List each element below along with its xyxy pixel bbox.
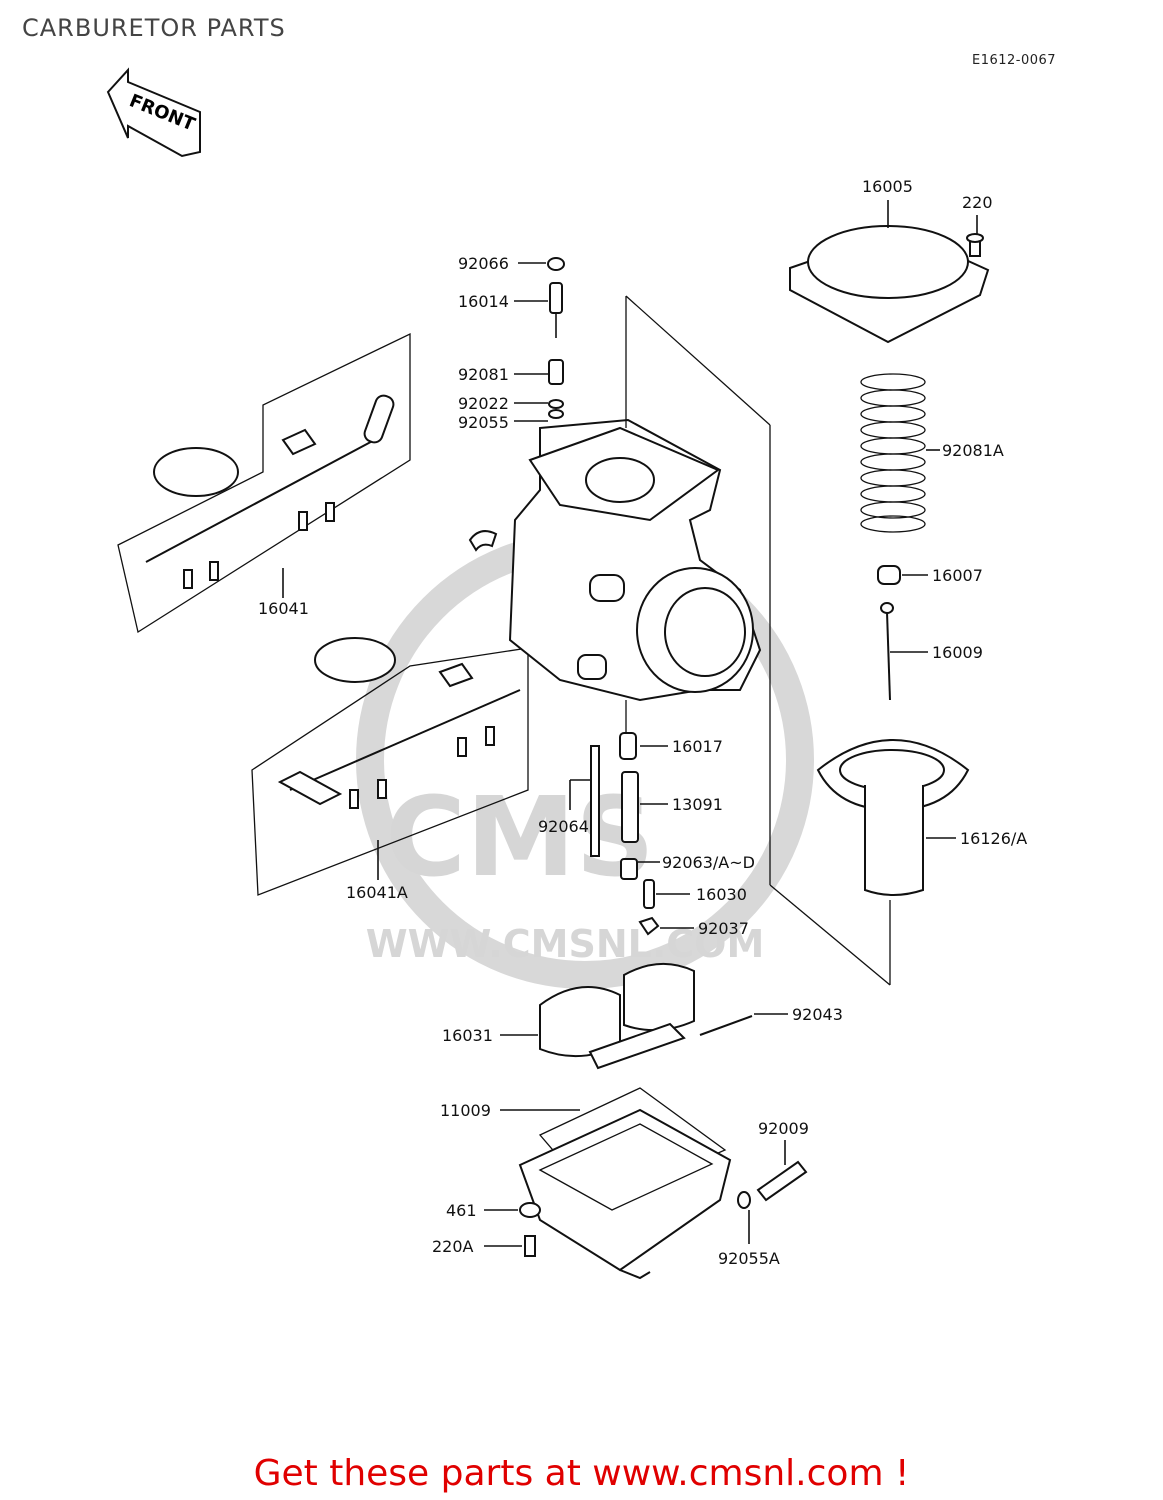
leader-lines (282, 200, 978, 1247)
label-92063: 92063/A~D (662, 853, 755, 872)
label-92022: 92022 (458, 394, 509, 413)
watermark-url-text: WWW.CMSNL.COM (366, 922, 765, 966)
label-92081: 92081 (458, 365, 509, 384)
guide-line-right (625, 295, 771, 426)
vacuum-piston-16126 (816, 739, 970, 896)
label-13091: 13091 (672, 795, 723, 814)
front-arrow-icon: FRONT (106, 67, 201, 158)
footer-link[interactable]: Get these parts at www.cmsnl.com ! (253, 1453, 910, 1494)
label-16031: 16031 (442, 1026, 493, 1045)
label-92064: 92064 (538, 817, 589, 836)
air-jet-parts (547, 257, 565, 419)
kit-16041-outline (117, 332, 411, 634)
label-16007: 16007 (932, 566, 983, 585)
label-461: 461 (446, 1201, 477, 1220)
main-jet-parts (590, 732, 660, 936)
label-92009: 92009 (758, 1119, 809, 1138)
needle-parts (877, 565, 901, 701)
guide-line-bottom (769, 884, 891, 986)
label-16041A: 16041A (346, 883, 408, 902)
label-220A: 220A (432, 1237, 474, 1256)
label-11009: 11009 (440, 1101, 491, 1120)
label-92043: 92043 (792, 1005, 843, 1024)
label-92055A: 92055A (718, 1249, 780, 1268)
throttle-shaft-16041A (277, 637, 521, 809)
label-16030: 16030 (696, 885, 747, 904)
float-bowl (518, 1087, 808, 1280)
label-220: 220 (962, 193, 993, 212)
spring-92081A (860, 373, 926, 533)
carburetor-body (468, 418, 762, 702)
label-16017: 16017 (672, 737, 723, 756)
label-92055: 92055 (458, 413, 509, 432)
part-labels: 92066 16014 92081 92022 92055 16005 220 … (258, 177, 1027, 1268)
label-16009: 16009 (932, 643, 983, 662)
throttle-shaft-16041 (145, 394, 395, 589)
label-16126: 16126/A (960, 829, 1027, 848)
label-92081A: 92081A (942, 441, 1004, 460)
label-16041: 16041 (258, 599, 309, 618)
label-16014: 16014 (458, 292, 509, 311)
label-16005: 16005 (862, 177, 913, 196)
float-16031 (539, 962, 753, 1070)
kit-16041A-outline (251, 647, 529, 896)
label-92066: 92066 (458, 254, 509, 273)
top-cover-16005 (789, 225, 990, 344)
label-92037: 92037 (698, 919, 749, 938)
diagram-code: E1612-0067 (972, 53, 1057, 68)
watermark-cms-text: CMS (385, 773, 654, 901)
page-title: CARBURETOR PARTS (22, 14, 286, 42)
